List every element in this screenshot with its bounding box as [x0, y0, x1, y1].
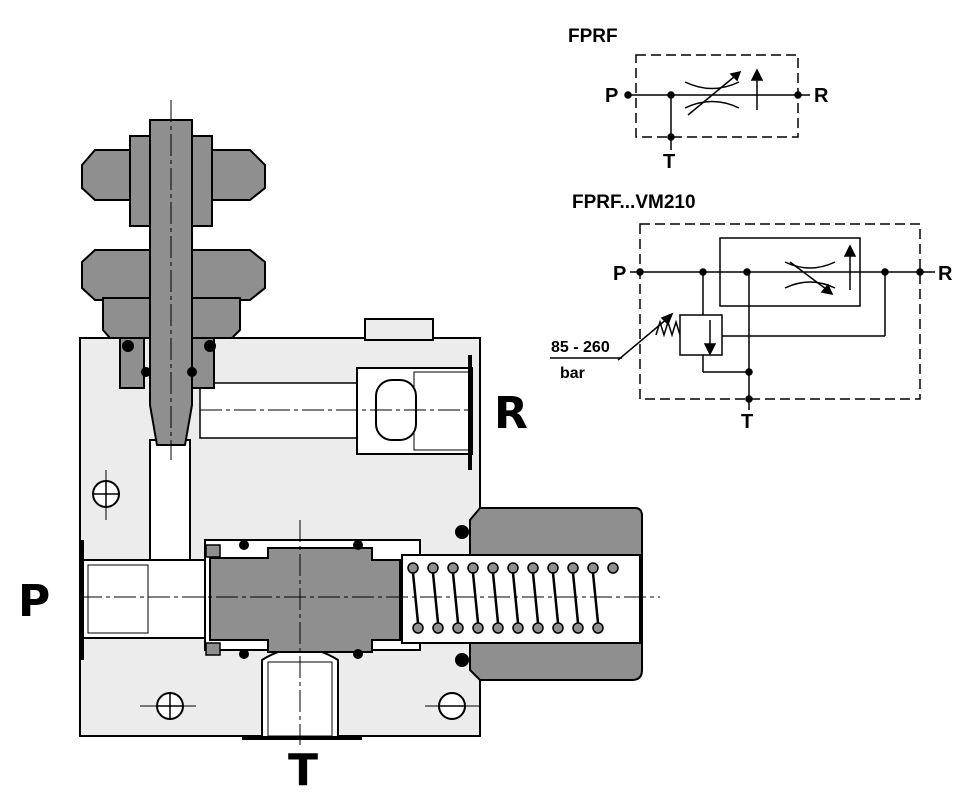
vm210-port-t: T — [741, 411, 753, 433]
vm210-title: FPRF...VM210 — [572, 192, 696, 213]
p-channel — [149, 439, 191, 571]
fprf-port-t: T — [663, 151, 675, 173]
piston — [209, 547, 401, 653]
relief-setting-value: 85 - 260 — [551, 339, 610, 356]
top-boss — [364, 318, 434, 341]
relief-setting-unit: bar — [560, 365, 585, 382]
vm210-port-p: P — [613, 263, 626, 285]
spring — [407, 562, 619, 634]
valve-section-view — [79, 100, 660, 745]
fprf-symbol — [624, 54, 810, 150]
port-p-bore — [80, 540, 208, 660]
section-port-p-label: P — [18, 576, 50, 627]
fprf-title: FPRF — [568, 26, 618, 47]
vm210-port-r: R — [938, 263, 953, 285]
section-port-r-label: R — [494, 388, 528, 439]
fprf-port-p: P — [605, 85, 618, 107]
port-r-bore — [199, 355, 473, 470]
centerlines — [80, 100, 660, 745]
fprf-vm210-symbol — [550, 223, 935, 410]
fprf-port-r: R — [814, 85, 829, 107]
section-port-t-label: T — [288, 745, 318, 796]
